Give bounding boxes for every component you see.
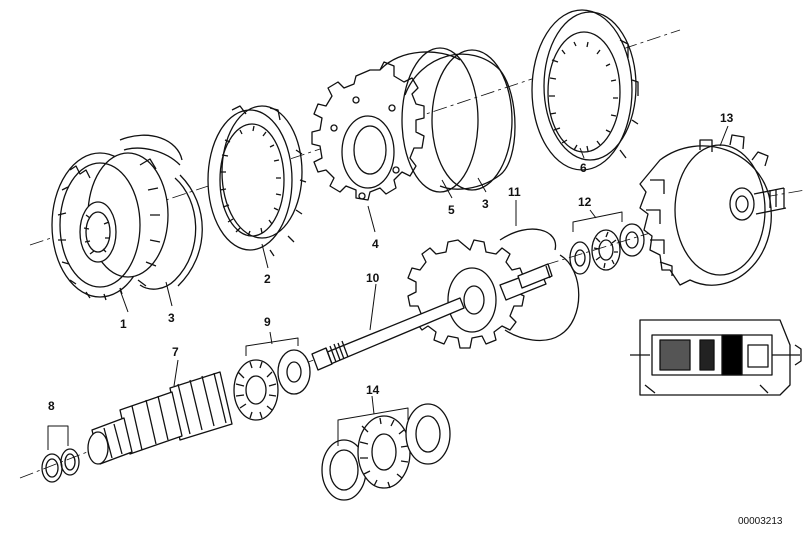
label-part-2: 2 (264, 272, 271, 286)
label-part-9: 9 (264, 315, 271, 329)
part-1-gear-hub (51, 152, 169, 301)
part-11-sprocket (407, 228, 580, 349)
part-12-thrust-bearing (569, 223, 645, 275)
label-part-13: 13 (720, 111, 734, 125)
inset-transmission-thumbnail (630, 319, 802, 396)
part-10-shaft (311, 263, 553, 371)
label-part-1: 1 (120, 317, 127, 331)
part-number-labels: 1 3 2 4 5 3 6 13 11 12 10 9 7 8 14 00003… (48, 111, 783, 527)
leader-lines (47, 125, 729, 450)
part-3-snap-ring-left (119, 134, 203, 290)
label-part-3-middle: 3 (482, 197, 489, 211)
part-14-bearing (321, 403, 451, 501)
label-part-4: 4 (372, 237, 379, 251)
part-7-output-shaft (87, 371, 233, 465)
part-5-and-3-rings (379, 47, 516, 193)
part-6-ring-gear (531, 9, 639, 171)
label-part-10: 10 (366, 271, 380, 285)
image-reference-code: 00003213 (738, 516, 783, 527)
part-2-ring-gear (207, 105, 307, 257)
label-part-12: 12 (578, 195, 592, 209)
label-part-6: 6 (580, 161, 587, 175)
part-8-seal (41, 448, 80, 483)
part-4-sprocket (311, 61, 425, 201)
label-part-11: 11 (508, 185, 521, 199)
part-13-clutch-drum (639, 134, 787, 286)
label-part-3-left: 3 (168, 311, 175, 325)
label-part-5: 5 (448, 203, 455, 217)
part-9-needle-bearing (233, 349, 311, 421)
label-part-7: 7 (172, 345, 179, 359)
label-part-8: 8 (48, 399, 55, 413)
label-part-14: 14 (366, 383, 380, 397)
